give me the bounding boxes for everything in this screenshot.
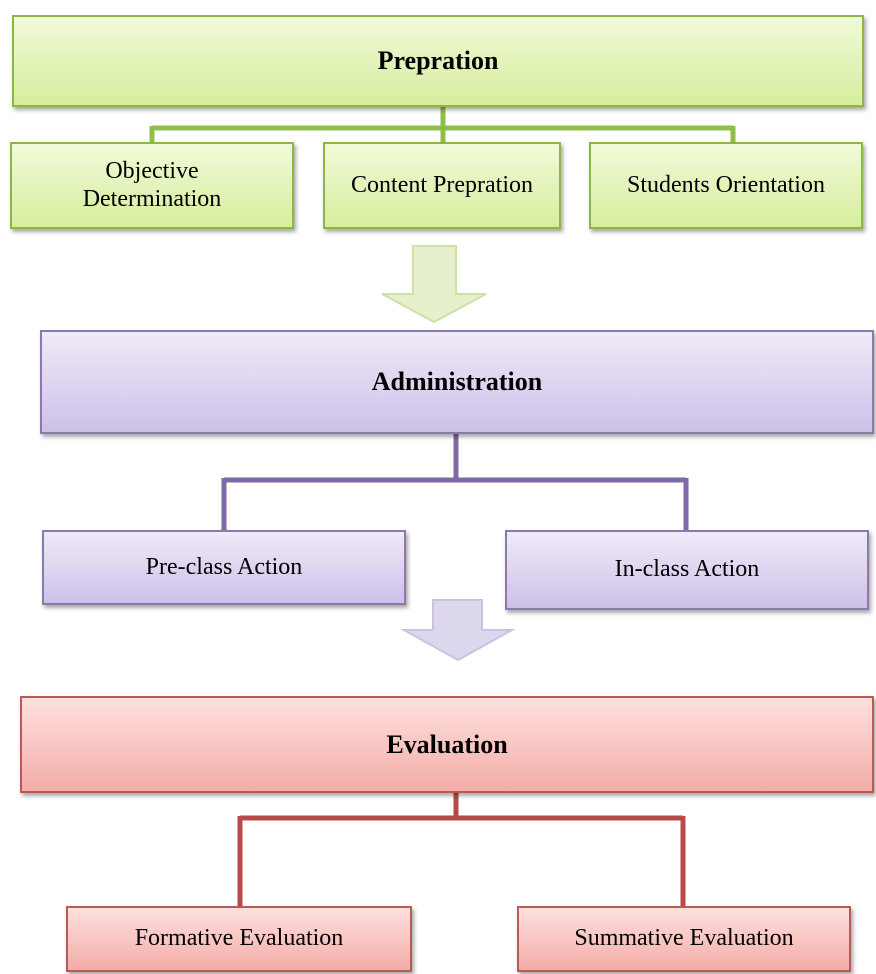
preparation-title: Prepration	[377, 46, 499, 76]
administration-box: Administration	[40, 330, 874, 434]
in-class-action-label: In-class Action	[614, 556, 760, 583]
evaluation-title: Evaluation	[386, 729, 508, 759]
administration-connectors	[221, 434, 689, 530]
formative-evaluation-box: Formative Evaluation	[66, 906, 412, 972]
formative-evaluation-label: Formative Evaluation	[134, 925, 344, 952]
in-class-action-box: In-class Action	[505, 530, 869, 610]
down-arrow-2	[400, 599, 516, 662]
down-arrow-1	[381, 245, 487, 324]
objective-determination-box: Objective Determination	[10, 142, 294, 229]
evaluation-box: Evaluation	[20, 696, 874, 793]
content-preparation-label: Content Prepration	[351, 171, 533, 198]
students-orientation-box: Students Orientation	[589, 142, 863, 229]
pre-class-action-label: Pre-class Action	[145, 553, 303, 580]
evaluation-connectors	[237, 793, 686, 906]
content-preparation-box: Content Prepration	[323, 142, 561, 229]
pre-class-action-box: Pre-class Action	[42, 530, 406, 605]
summative-evaluation-box: Summative Evaluation	[517, 906, 851, 972]
administration-title: Administration	[371, 367, 543, 397]
students-orientation-label: Students Orientation	[627, 171, 825, 198]
preparation-connectors	[149, 106, 736, 142]
summative-evaluation-label: Summative Evaluation	[574, 925, 794, 952]
preparation-box: Prepration	[12, 15, 864, 107]
objective-determination-label: Objective Determination	[82, 157, 222, 212]
